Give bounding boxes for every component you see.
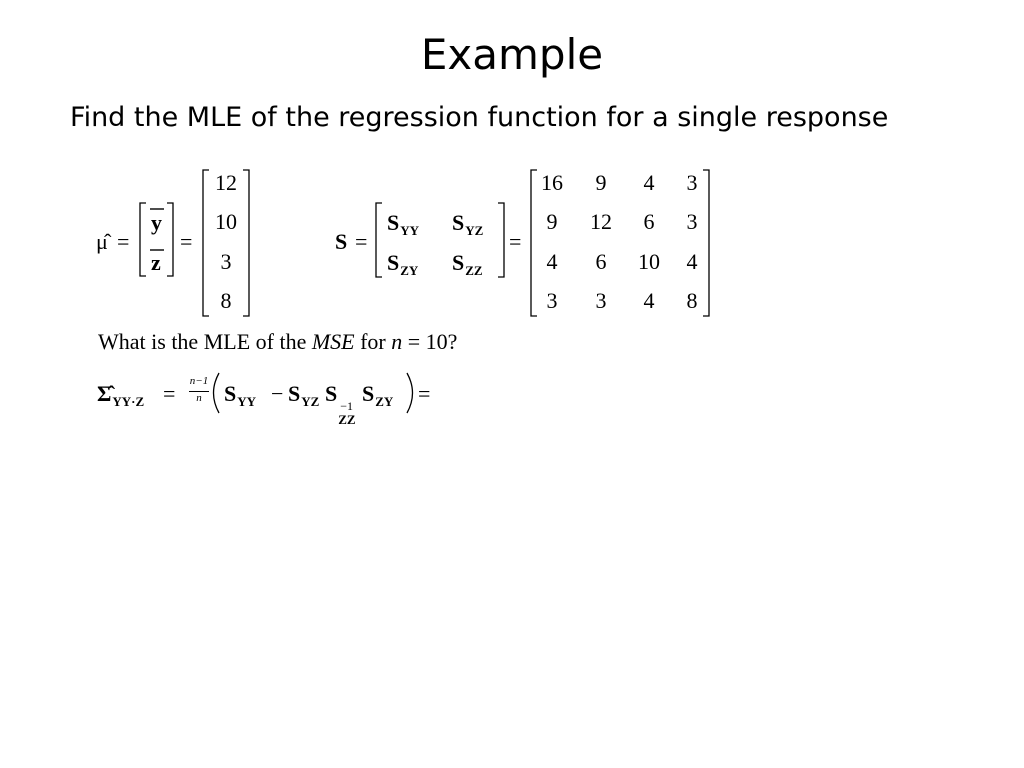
slide-title: Example xyxy=(420,30,604,79)
mse-term: MSE xyxy=(311,329,355,354)
matrix-cell: 9 xyxy=(595,170,607,195)
z-bar-entry: z xyxy=(151,250,161,275)
s-matrix-symbol: S xyxy=(335,229,348,254)
matrix-cell: 6 xyxy=(595,249,607,274)
equals-sign: = xyxy=(355,229,368,254)
y-bar-entry: y xyxy=(151,210,162,235)
matrix-cell: 6 xyxy=(643,209,655,234)
mu-value-cell: 10 xyxy=(215,209,237,234)
question-text: = 10? xyxy=(402,329,458,354)
matrix-cell: 3 xyxy=(686,209,698,234)
s-zy-term: SZY xyxy=(362,381,394,409)
question-line: What is the MLE of the MSE for n = 10? xyxy=(98,329,457,355)
mu-hat-symbol: μ̂ xyxy=(96,229,108,254)
s-zy-block: SZY xyxy=(387,250,419,278)
matrix-cell: 3 xyxy=(686,170,698,195)
s-yz-term: SYZ xyxy=(288,381,320,409)
equals-sign: = xyxy=(117,229,130,254)
equals-sign: = xyxy=(163,381,176,406)
matrix-cell: 3 xyxy=(595,288,607,313)
question-text: What is the MLE of the xyxy=(98,329,312,354)
equals-sign: = xyxy=(509,229,522,254)
sigma-hat-symbol: Σ̂YY·Z xyxy=(97,381,145,409)
matrix-cell: 4 xyxy=(686,249,698,274)
matrix-cell: 9 xyxy=(546,209,558,234)
slide-subtitle: Find the MLE of the regression function … xyxy=(70,102,889,133)
mu-value-cell: 3 xyxy=(220,249,232,274)
fraction-bar xyxy=(189,391,209,392)
matrix-cell: 4 xyxy=(643,288,655,313)
fraction-numerator: n−1 xyxy=(189,375,209,387)
s-yy-block: SYY xyxy=(387,210,420,238)
matrix-cell: 16 xyxy=(541,170,563,195)
matrix-cell: 8 xyxy=(686,288,698,313)
matrix-cell: 4 xyxy=(643,170,655,195)
matrix-cell: 3 xyxy=(546,288,558,313)
s-zz-block: SZZ xyxy=(452,250,483,278)
minus-sign: − xyxy=(271,381,284,406)
n-variable: n xyxy=(391,329,403,354)
fraction-denominator: n xyxy=(196,392,202,404)
mu-value-cell: 8 xyxy=(220,288,232,313)
matrix-cell: 12 xyxy=(590,209,612,234)
s-yy-term: SYY xyxy=(224,381,257,409)
matrix-cell: 4 xyxy=(546,249,558,274)
matrix-cell: 10 xyxy=(638,249,660,274)
equals-sign: = xyxy=(180,229,193,254)
s-yz-block: SYZ xyxy=(452,210,484,238)
equals-sign: = xyxy=(418,381,431,406)
mu-value-cell: 12 xyxy=(215,170,237,195)
question-text: for xyxy=(354,329,392,354)
